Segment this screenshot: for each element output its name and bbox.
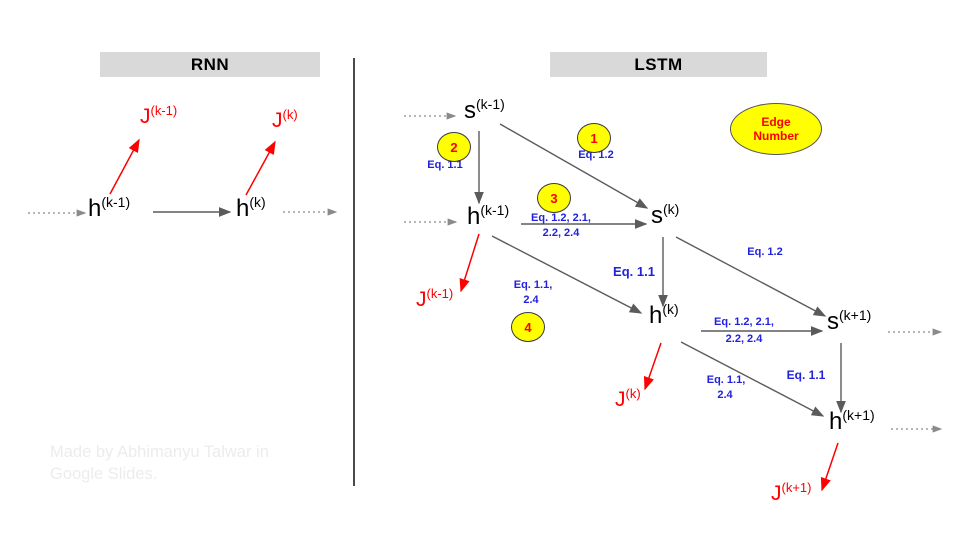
- node-base: h: [829, 408, 843, 435]
- node-sup: (k): [249, 194, 266, 210]
- arrow-s-prev-to-s-cur: [499, 123, 649, 209]
- lstm-node-s-cur: s(k): [651, 201, 680, 229]
- edge-badge-number: 1: [590, 130, 598, 146]
- rnn-node-h-cur: h(k): [236, 194, 266, 222]
- edge-label-h-prev-to-h-cur-line2: 2.4: [523, 294, 539, 306]
- edge-badge-number: 2: [450, 139, 458, 155]
- edge-badge-3: 3: [537, 183, 571, 213]
- node-base: J: [272, 109, 283, 132]
- watermark-line1: Made by Abhimanyu Talwar in: [50, 443, 269, 461]
- edge-badge-2: 2: [437, 132, 471, 162]
- node-base: h: [236, 195, 250, 222]
- node-base: h: [649, 302, 663, 329]
- edge-label-h-cur-to-s-next-line1: Eq. 1.2, 2.1,: [714, 316, 774, 328]
- node-sup: (k-1): [480, 202, 510, 218]
- edge-label-h-prev-to-s-cur-line1: Eq. 1.2, 2.1,: [531, 212, 591, 224]
- edge-number-legend: Edge Number: [730, 103, 822, 155]
- edge-label-s-next-to-h-next: Eq. 1.1: [786, 368, 826, 382]
- node-sup: (k): [282, 107, 298, 122]
- edge-label-h-prev-to-s-cur-line2: 2.2, 2.4: [542, 227, 580, 239]
- edge-label-s-prev-to-h-prev: Eq. 1.1: [427, 159, 463, 171]
- edge-badge-number: 4: [524, 319, 532, 335]
- edge-label-s-cur-to-h-cur: Eq. 1.1: [613, 264, 655, 279]
- arrow-h-prev-to-j-prev: [459, 233, 480, 293]
- rnn-loss-j-prev: J(k-1): [140, 103, 178, 128]
- arrow-h-prev-to-h-cur: [491, 235, 643, 314]
- edge-label-s-cur-to-s-next: Eq. 1.2: [747, 246, 783, 258]
- arrow-h-next-to-j-next: [820, 442, 839, 492]
- node-sup: (k+1): [781, 480, 812, 495]
- node-sup: (k): [663, 201, 680, 217]
- watermark: Made by Abhimanyu Talwar in Google Slide…: [50, 441, 269, 485]
- node-sup: (k-1): [426, 286, 454, 301]
- edge-badge-1: 1: [577, 123, 611, 153]
- lstm-node-h-next: h(k+1): [829, 407, 875, 435]
- edge-label-h-cur-to-h-next-line1: Eq. 1.1,: [706, 374, 746, 386]
- lstm-node-s-prev: s(k-1): [464, 96, 505, 124]
- node-base: J: [416, 288, 427, 311]
- rnn-header: RNN: [100, 52, 320, 77]
- node-sup: (k+1): [842, 407, 875, 423]
- node-base: J: [771, 482, 782, 505]
- edge-badge-number: 3: [550, 190, 558, 206]
- lstm-loss-j-prev: J(k-1): [416, 286, 454, 311]
- edge-badge-4: 4: [511, 312, 545, 342]
- node-base: s: [827, 308, 839, 335]
- node-sup: (k): [625, 386, 641, 401]
- node-sup: (k-1): [101, 194, 131, 210]
- legend-line2: Number: [753, 129, 799, 143]
- rnn-node-h-prev: h(k-1): [88, 194, 131, 222]
- node-base: s: [464, 97, 476, 124]
- edge-label-h-cur-to-h-next-line2: 2.4: [717, 389, 733, 401]
- legend-line1: Edge: [761, 115, 791, 129]
- arrow-s-cur-to-s-next: [675, 236, 827, 317]
- watermark-line2: Google Slides.: [50, 465, 158, 483]
- node-base: J: [140, 105, 151, 128]
- arrow-h-cur-to-j-cur: [643, 342, 662, 391]
- node-sup: (k+1): [839, 307, 872, 323]
- edge-label-h-prev-to-h-cur-line1: Eq. 1.1,: [513, 279, 553, 291]
- edge-label-h-cur-to-s-next-line2: 2.2, 2.4: [725, 333, 763, 345]
- node-sup: (k): [662, 301, 679, 317]
- lstm-node-s-next: s(k+1): [827, 307, 872, 335]
- node-base: h: [467, 203, 481, 230]
- lstm-node-h-cur: h(k): [649, 301, 679, 329]
- arrow-rnn-h-cur-to-j-cur: [245, 140, 276, 196]
- node-sup: (k-1): [476, 96, 505, 112]
- node-base: h: [88, 195, 102, 222]
- lstm-loss-j-cur: J(k): [615, 386, 641, 411]
- lstm-header: LSTM: [550, 52, 767, 77]
- lstm-node-h-prev: h(k-1): [467, 202, 510, 230]
- arrow-h-cur-to-h-next: [680, 341, 825, 417]
- arrow-rnn-h-prev-to-j-prev: [109, 138, 140, 195]
- panel-divider: [353, 58, 355, 486]
- node-base: J: [615, 388, 626, 411]
- lstm-loss-j-next: J(k+1): [771, 480, 812, 505]
- node-base: s: [651, 202, 663, 229]
- rnn-loss-j-cur: J(k): [272, 107, 298, 132]
- node-sup: (k-1): [150, 103, 178, 118]
